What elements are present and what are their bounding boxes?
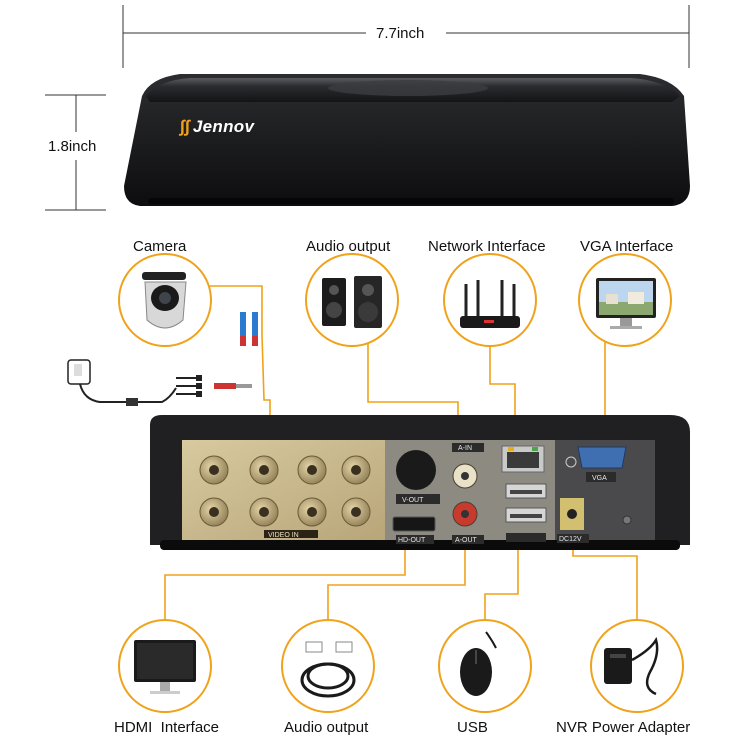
- hdmi-monitor-icon: [118, 619, 212, 713]
- vga-port: [577, 446, 627, 482]
- panel-label-hd-out: HD-OUT: [398, 537, 426, 544]
- panel-label-dc: DC12V: [559, 536, 582, 543]
- panel-label-v-out: V-OUT: [402, 497, 424, 504]
- ground-screw-icon: [622, 515, 632, 525]
- audio-in-port: [452, 443, 484, 489]
- lan-port: [501, 445, 545, 473]
- panel-label-vga: VGA: [592, 475, 607, 482]
- speaker-icon: [305, 253, 399, 347]
- power-adapter-icon: [590, 619, 684, 713]
- audio-cable-icon: [281, 619, 375, 713]
- usb-mouse-icon: [438, 619, 532, 713]
- v-out-port: [396, 450, 440, 504]
- bnc-video-inputs: [199, 455, 371, 527]
- router-icon: [443, 253, 537, 347]
- label-camera: Camera: [133, 238, 187, 255]
- brand-logo: ∫∫Jennov: [180, 117, 254, 137]
- audio-out-port: [452, 501, 484, 544]
- dc-power-port: [557, 498, 589, 543]
- height-dimension-line: [45, 94, 106, 211]
- label-audio-output-top: Audio output: [306, 238, 391, 255]
- brand-name: Jennov: [192, 117, 255, 136]
- ground-symbol-icon: [565, 456, 577, 468]
- brand-mark-icon: ∫∫: [180, 117, 190, 136]
- label-vga-interface: VGA Interface: [580, 238, 674, 255]
- label-nvr-power-adapter: NVR Power Adapter: [556, 719, 691, 736]
- camera-icon: [118, 253, 212, 347]
- hdmi-port: [392, 516, 436, 544]
- height-dimension-label: 1.8inch: [48, 138, 97, 155]
- panel-label-a-out: A-OUT: [455, 537, 478, 544]
- panel-label-a-in: A-IN: [458, 445, 472, 452]
- dvr-top-view: [124, 74, 690, 206]
- width-dimension-line: [122, 5, 690, 68]
- monitor-icon: [578, 253, 672, 347]
- label-network-interface: Network Interface: [428, 238, 546, 255]
- label-hdmi-interface: HDMI Interface: [114, 719, 220, 736]
- panel-label-video-in: VIDEO IN: [268, 532, 299, 539]
- power-splitter-cable-icon: [67, 312, 258, 406]
- usb-ports: [505, 483, 547, 542]
- width-dimension-label: 7.7inch: [376, 25, 425, 42]
- label-audio-output-bottom: Audio output: [284, 719, 369, 736]
- label-usb: USB: [457, 719, 488, 736]
